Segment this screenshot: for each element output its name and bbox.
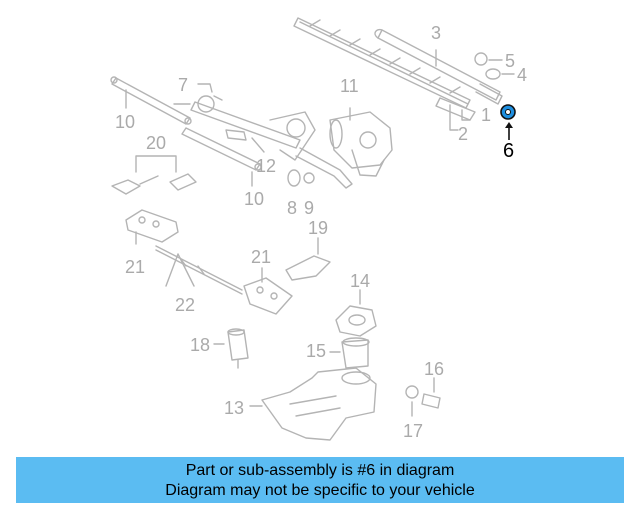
filler-neck-part-15 xyxy=(341,337,370,369)
callout-21-left: 21 xyxy=(125,257,146,277)
callout-17: 17 xyxy=(403,421,424,441)
washer-reservoir-part-13 xyxy=(261,367,377,441)
callout-5: 5 xyxy=(505,51,516,71)
callout-7: 7 xyxy=(178,75,189,95)
washer-hose xyxy=(155,245,243,295)
callout-16: 16 xyxy=(424,359,445,379)
nozzle-assembly-left xyxy=(125,209,179,245)
callout-2: 2 xyxy=(458,124,469,144)
level-sensor-part-16 xyxy=(421,393,441,409)
washer-nozzle-right xyxy=(169,173,197,191)
connecting-rod-bottom xyxy=(181,127,262,171)
wiper-linkage xyxy=(173,95,353,189)
callout-14: 14 xyxy=(350,271,371,291)
callout-21-right: 21 xyxy=(251,247,272,267)
washer-nozzle-left xyxy=(111,175,159,195)
callout-13: 13 xyxy=(224,398,245,418)
callout-18: 18 xyxy=(190,335,211,355)
info-banner: Part or sub-assembly is #6 in diagram Di… xyxy=(16,457,624,503)
reservoir-cap-part-14 xyxy=(335,305,377,337)
callout-19: 19 xyxy=(308,218,329,238)
connecting-rod-top xyxy=(110,76,192,125)
washer-pump-part-18 xyxy=(227,328,249,369)
callout-22: 22 xyxy=(175,295,196,315)
callout-12: 12 xyxy=(256,156,277,176)
banner-line-2: Diagram may not be specific to your vehi… xyxy=(165,482,475,499)
highlighted-part-6 xyxy=(500,104,516,140)
washer-part-9 xyxy=(303,172,315,184)
grommet-part-17 xyxy=(405,385,419,399)
nut-part-5 xyxy=(474,52,488,66)
callout-11: 11 xyxy=(340,76,359,96)
washer-nozzle-19 xyxy=(285,255,331,281)
callout-8: 8 xyxy=(287,198,298,218)
callout-20: 20 xyxy=(146,133,167,153)
callout-9: 9 xyxy=(304,198,315,218)
wiper-blade xyxy=(293,17,476,121)
cap-part-4 xyxy=(485,68,501,80)
bushing-part-12 xyxy=(225,129,265,153)
callout-10-bottom: 10 xyxy=(244,189,265,209)
callout-1: 1 xyxy=(481,105,492,125)
banner-line-1: Part or sub-assembly is #6 in diagram xyxy=(185,462,455,479)
wiper-arm xyxy=(374,28,503,105)
callout-15: 15 xyxy=(306,341,327,361)
nozzle-assembly-right xyxy=(243,277,293,315)
callout-3: 3 xyxy=(431,23,442,43)
callout-6: 6 xyxy=(503,140,515,162)
callout-10-top: 10 xyxy=(115,112,136,132)
callout-4: 4 xyxy=(517,65,528,85)
wiper-motor xyxy=(329,111,393,177)
grommet-part-8 xyxy=(287,169,301,187)
